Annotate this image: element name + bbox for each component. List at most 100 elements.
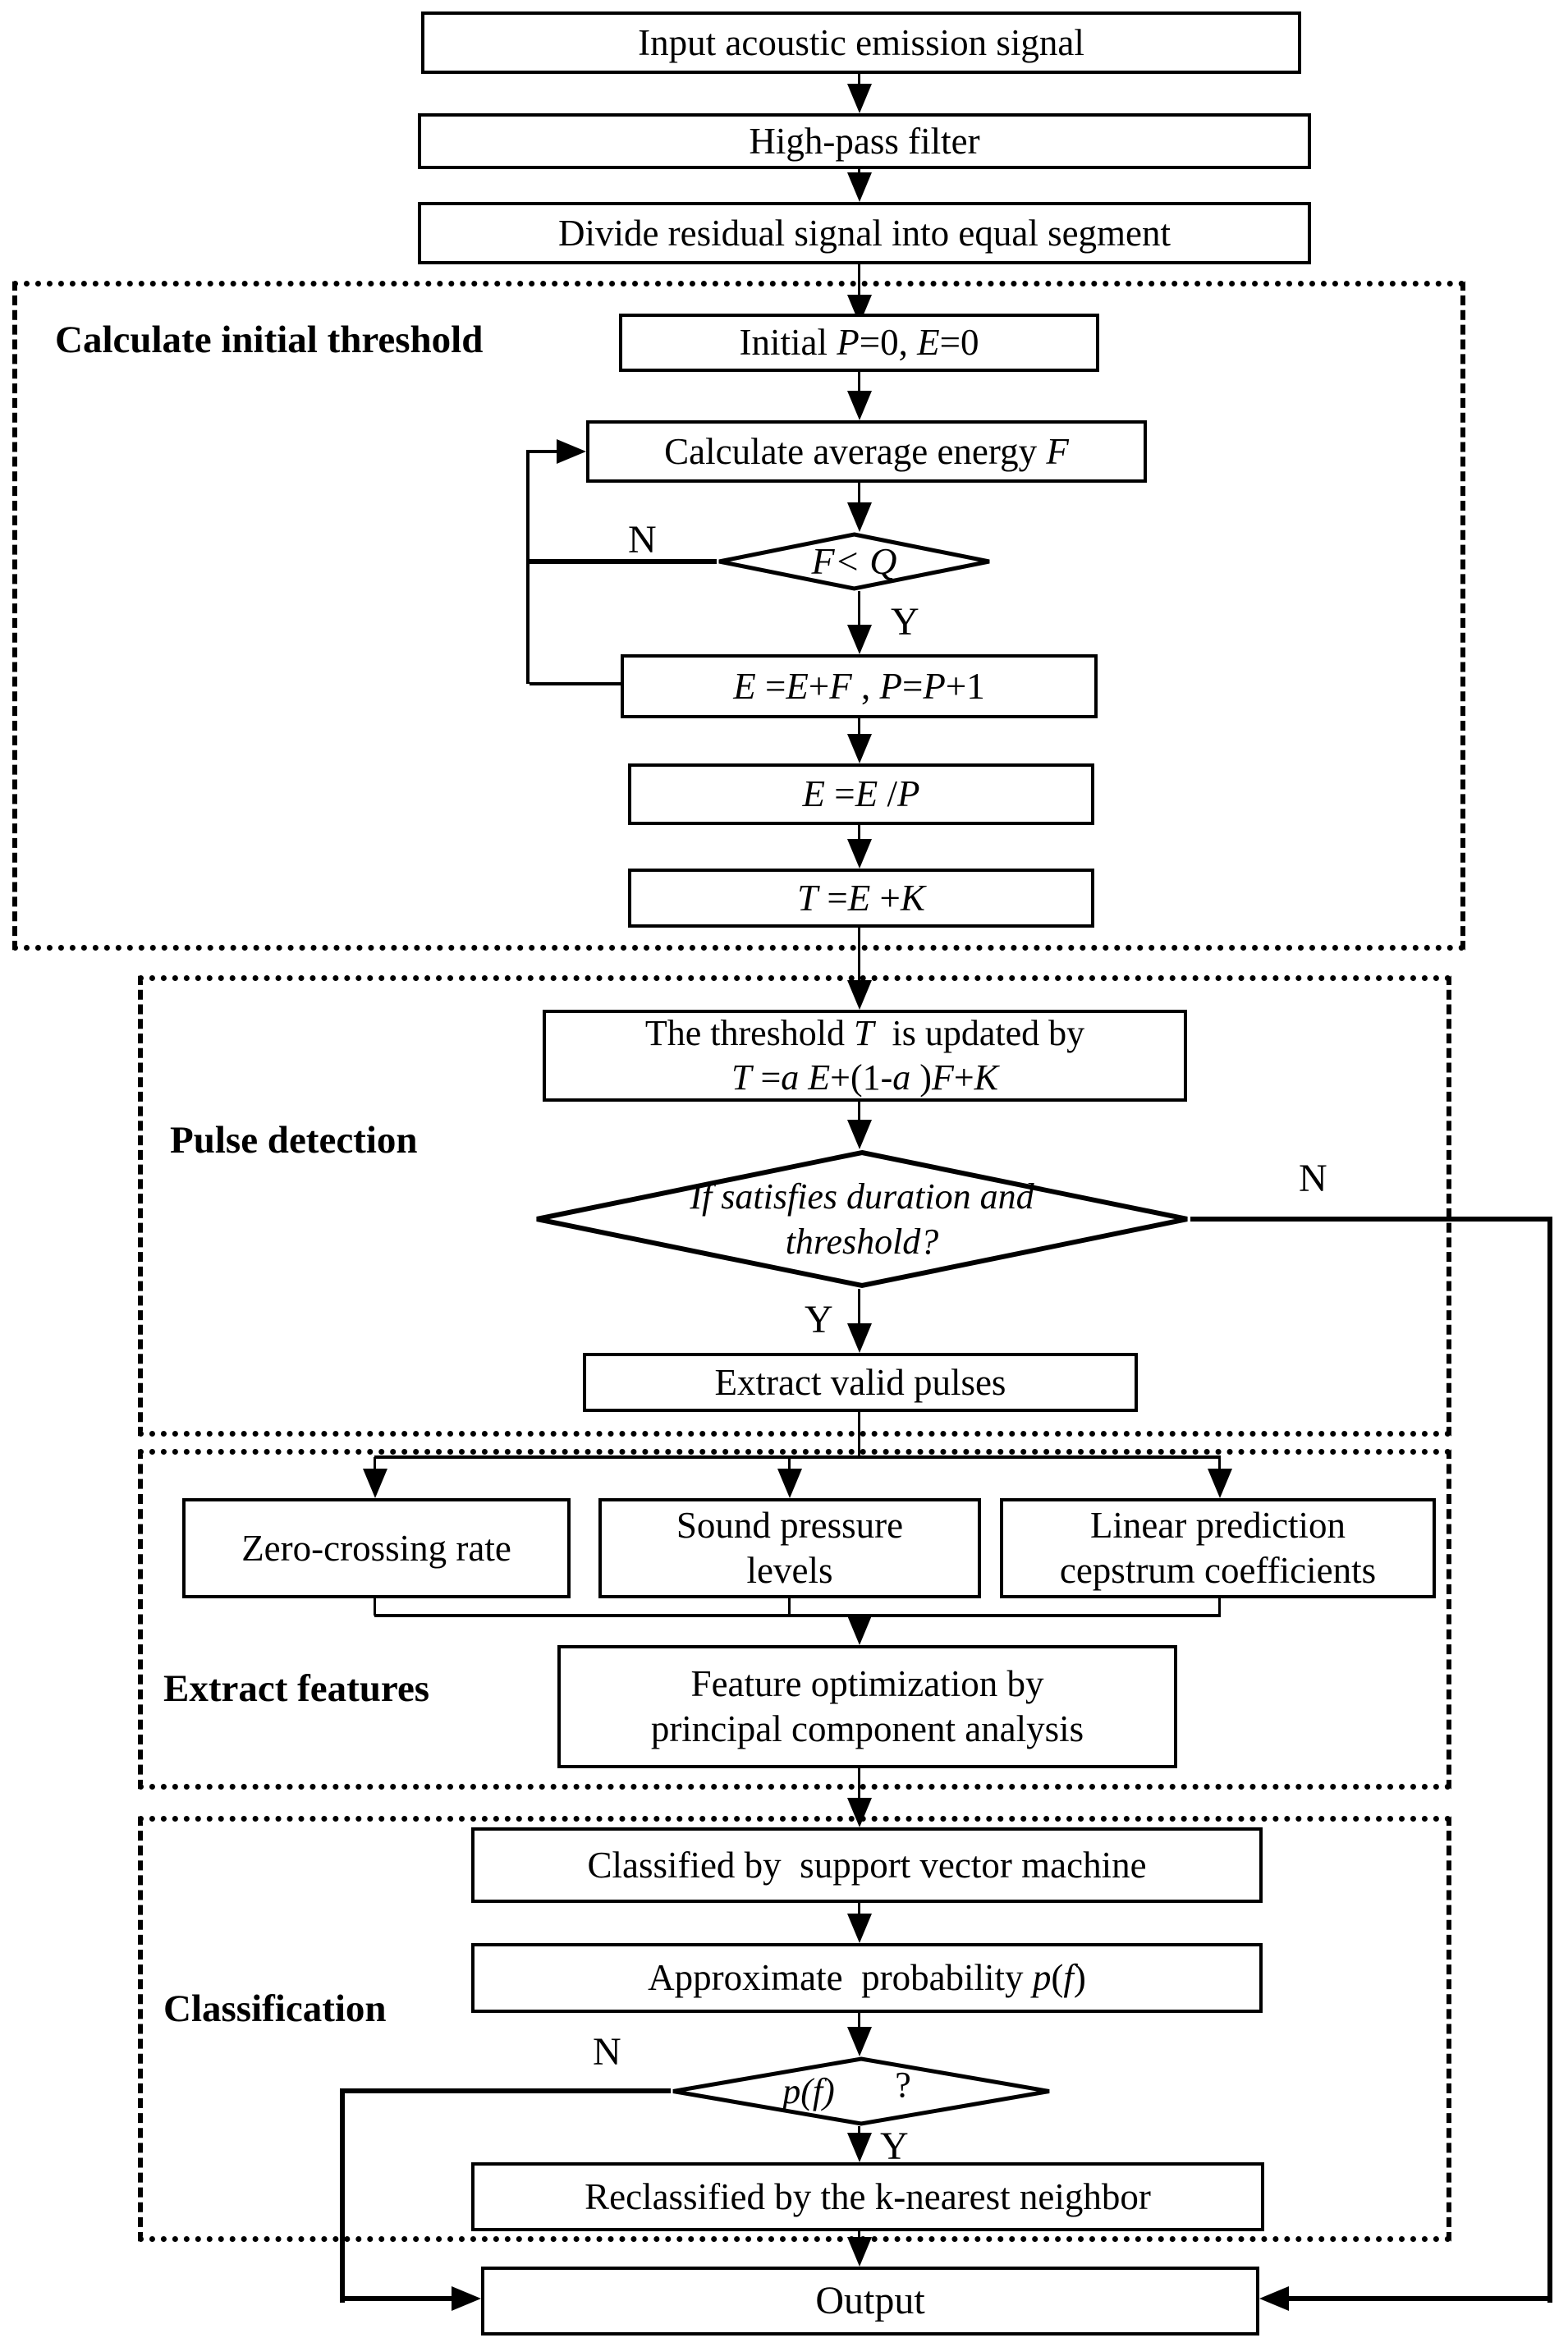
flow-line bbox=[858, 591, 860, 628]
arrowhead-down bbox=[847, 1798, 872, 1827]
node-initial-threshold: T =E +K bbox=[628, 869, 1094, 928]
node-text-line: Feature optimization by bbox=[690, 1663, 1044, 1705]
node-text: p(f) bbox=[782, 2071, 835, 2111]
node-divide-segments: Divide residual signal into equal segmen… bbox=[418, 202, 1311, 264]
node-input-signal: Input acoustic emission signal bbox=[421, 11, 1301, 74]
flow-line bbox=[858, 2126, 860, 2136]
branch-no-line bbox=[340, 2088, 345, 2303]
node-text-line: levels bbox=[746, 1550, 833, 1591]
arrowhead-down bbox=[847, 1323, 872, 1353]
branch-label-yes-probability: Y bbox=[880, 2125, 909, 2168]
node-text: F< Q bbox=[811, 540, 897, 583]
arrowhead-down bbox=[1208, 1469, 1232, 1498]
node-text: Output bbox=[815, 2278, 925, 2322]
section-label-extract-features: Extract features bbox=[163, 1667, 430, 1710]
arrowhead-down bbox=[777, 1469, 802, 1498]
node-text-line: The threshold T is updated by bbox=[644, 1013, 1085, 1054]
flow-line bbox=[858, 1903, 860, 1917]
flow-line bbox=[858, 2231, 860, 2240]
node-text: Initial P=0, E=0 bbox=[739, 322, 979, 364]
flow-line bbox=[858, 1102, 860, 1123]
branch-no-line bbox=[340, 2296, 455, 2301]
flow-line bbox=[858, 1412, 860, 1459]
flow-line bbox=[858, 483, 860, 512]
arrowhead-down bbox=[847, 1120, 872, 1149]
node-text: Classified by support vector machine bbox=[587, 1844, 1147, 1886]
arrowhead-down bbox=[847, 2133, 872, 2162]
decision-diamond-duration-threshold bbox=[536, 1149, 1188, 1289]
decision-diamond-f-lt-q bbox=[718, 532, 990, 591]
branch-no-line bbox=[1190, 1217, 1552, 1222]
arrowhead-down bbox=[847, 980, 872, 1010]
flow-line bbox=[374, 1457, 376, 1472]
loop-line bbox=[530, 682, 622, 685]
flow-line bbox=[858, 825, 860, 842]
arrowhead-down bbox=[847, 172, 872, 202]
flow-line bbox=[858, 1768, 860, 1803]
node-text: Approximate probability p(f) bbox=[648, 1957, 1086, 1999]
flow-line bbox=[858, 74, 860, 87]
cond-duration-threshold-text: If satisfies duration and threshold? bbox=[534, 1149, 1190, 1289]
node-text: E =E+F , P=P+1 bbox=[733, 665, 985, 707]
flow-line bbox=[858, 1289, 860, 1327]
node-text-line: If satisfies duration and bbox=[690, 1176, 1034, 1217]
node-extract-pulses: Extract valid pulses bbox=[583, 1353, 1138, 1412]
node-threshold-update: The threshold T is updated by T =a E+(1-… bbox=[543, 1010, 1187, 1102]
node-text: T =E +K bbox=[797, 877, 925, 919]
branch-no-line bbox=[340, 2088, 671, 2093]
arrowhead-down bbox=[847, 839, 872, 869]
arrowhead-down bbox=[847, 84, 872, 113]
flow-line bbox=[858, 372, 860, 397]
node-highpass-filter: High-pass filter bbox=[418, 113, 1311, 169]
node-text-line: Sound pressure bbox=[676, 1505, 904, 1547]
arrowhead-down bbox=[847, 391, 872, 420]
cond-f-lt-q-text: F< Q bbox=[717, 532, 992, 591]
flow-line bbox=[788, 1457, 791, 1472]
section-label-pulse-detection: Pulse detection bbox=[170, 1119, 418, 1162]
node-svm-classify: Classified by support vector machine bbox=[471, 1827, 1263, 1903]
flow-line bbox=[788, 1598, 791, 1616]
node-text: E =E /P bbox=[802, 773, 920, 815]
flow-line bbox=[1218, 1457, 1221, 1472]
node-text-line: Linear prediction bbox=[1089, 1505, 1346, 1547]
section-box-classification bbox=[138, 1816, 1451, 2242]
arrowhead-down bbox=[847, 502, 872, 532]
cond-probability-mark: ? bbox=[870, 2054, 936, 2116]
node-output: Output bbox=[481, 2267, 1259, 2336]
branch-no-line bbox=[1287, 2296, 1552, 2301]
node-zero-crossing-rate: Zero-crossing rate bbox=[182, 1498, 571, 1598]
arrowhead-down bbox=[847, 625, 872, 654]
branch-no-line bbox=[530, 559, 717, 564]
flow-line bbox=[1218, 1598, 1221, 1616]
branch-no-line bbox=[1547, 1217, 1552, 2303]
section-label-classification: Classification bbox=[163, 1987, 387, 2030]
node-text-line: T =a E+(1-a )F+K bbox=[731, 1057, 999, 1098]
node-text: Extract valid pulses bbox=[714, 1361, 1006, 1403]
arrowhead-down bbox=[847, 2027, 872, 2056]
node-text-line: threshold? bbox=[785, 1222, 939, 1262]
section-box-pulse-detection bbox=[138, 975, 1451, 1437]
node-lpc-cepstrum: Linear prediction cepstrum coefficients bbox=[1000, 1498, 1436, 1598]
arrowhead-down bbox=[847, 2237, 872, 2267]
node-sound-pressure-levels: Sound pressure levels bbox=[598, 1498, 981, 1598]
arrowhead-right bbox=[557, 439, 586, 464]
node-text: Reclassified by the k-nearest neighbor bbox=[585, 2175, 1151, 2217]
branch-label-no-fq: N bbox=[628, 518, 657, 562]
section-box-calculate-initial-threshold bbox=[12, 281, 1465, 951]
flow-line bbox=[374, 1598, 376, 1616]
node-text: High-pass filter bbox=[749, 120, 980, 162]
branch-label-yes-duration: Y bbox=[805, 1298, 833, 1341]
node-reclassify-knn: Reclassified by the k-nearest neighbor bbox=[471, 2162, 1264, 2231]
branch-label-no-duration: N bbox=[1299, 1157, 1327, 1200]
flow-line bbox=[858, 2013, 860, 2030]
loop-line bbox=[526, 450, 530, 684]
node-text: Input acoustic emission signal bbox=[638, 21, 1084, 63]
arrowhead-down bbox=[847, 734, 872, 763]
node-approx-probability: Approximate probability p(f) bbox=[471, 1943, 1263, 2013]
node-text: Calculate average energy F bbox=[664, 430, 1069, 472]
section-label-calculate-initial-threshold: Calculate initial threshold bbox=[55, 319, 484, 361]
arrowhead-down bbox=[847, 1914, 872, 1943]
arrowhead-down bbox=[847, 1616, 872, 1645]
node-text: Divide residual signal into equal segmen… bbox=[557, 212, 1171, 254]
